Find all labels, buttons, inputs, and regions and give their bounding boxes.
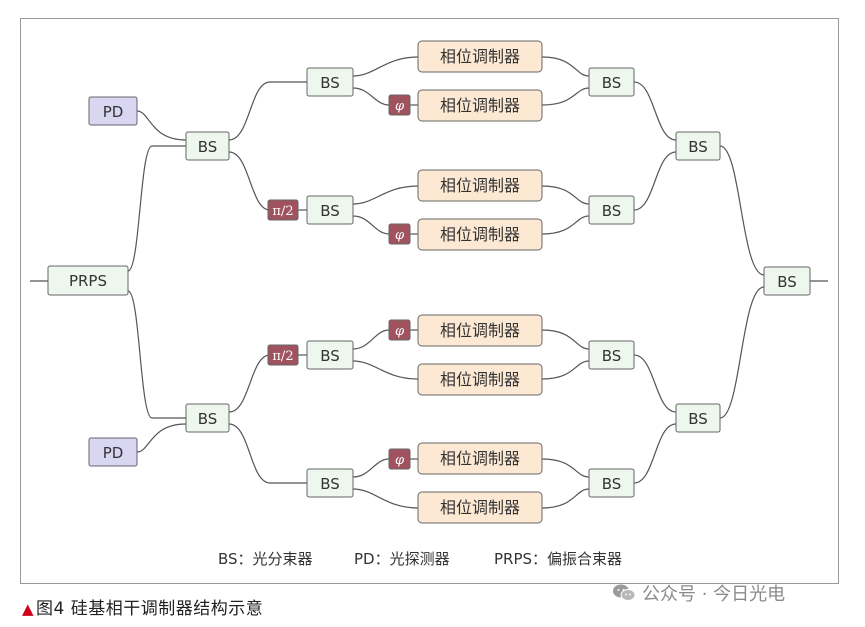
modulator-label: 相位调制器 <box>440 225 520 244</box>
phi-label: φ <box>395 99 405 114</box>
bs-label: BS <box>688 138 708 156</box>
modulator-label: 相位调制器 <box>440 370 520 389</box>
watermark-text: 公众号 · 今日光电 <box>642 584 786 605</box>
bs-label: BS <box>602 202 622 220</box>
pi-half-shifter: π/2 <box>267 344 299 366</box>
pd-label: PD <box>103 103 124 121</box>
bs-box: BS <box>306 67 354 97</box>
bs-box: BS <box>588 468 635 498</box>
pi-half-label: π/2 <box>272 349 293 364</box>
phase-modulator: 相位调制器 <box>417 442 543 475</box>
bs-label: BS <box>198 410 218 428</box>
modulator-label: 相位调制器 <box>440 176 520 195</box>
phase-modulator: 相位调制器 <box>417 40 543 73</box>
phi-shifter: φ <box>388 319 411 341</box>
bs-label: BS <box>320 74 340 92</box>
phase-modulator: 相位调制器 <box>417 218 543 251</box>
bs-box: BS <box>588 340 635 370</box>
caption-marker: ▲ <box>22 600 35 618</box>
bs-box: BS <box>185 131 230 161</box>
bs-label: BS <box>777 273 797 291</box>
bs-box: BS <box>588 195 635 225</box>
phase-modulator: 相位调制器 <box>417 89 543 122</box>
bs-box: BS <box>306 468 354 498</box>
phase-modulator: 相位调制器 <box>417 491 543 524</box>
bs-box: BS <box>675 403 721 433</box>
pi-half-label: π/2 <box>272 204 293 219</box>
bs-label: BS <box>320 202 340 220</box>
diagram-frame <box>20 18 839 584</box>
modulator-label: 相位调制器 <box>440 47 520 66</box>
pd-label: PD <box>103 444 124 462</box>
bs-label: BS <box>320 347 340 365</box>
phase-modulator: 相位调制器 <box>417 314 543 347</box>
figure-caption: ▲图4 硅基相干调制器结构示意 <box>22 594 263 619</box>
legend-pd: PD：光探测器 <box>354 550 450 568</box>
modulator-label: 相位调制器 <box>440 449 520 468</box>
modulator-label: 相位调制器 <box>440 498 520 517</box>
caption-text: 图4 硅基相干调制器结构示意 <box>36 599 264 619</box>
waveguide-wires <box>30 56 828 509</box>
prps-label: PRPS <box>69 272 107 290</box>
modulator-label: 相位调制器 <box>440 321 520 340</box>
phi-label: φ <box>395 453 405 468</box>
bs-box: BS <box>763 266 811 296</box>
bs-box: BS <box>675 131 721 161</box>
bs-label: BS <box>320 475 340 493</box>
phi-shifter: φ <box>388 448 411 470</box>
phi-label: φ <box>395 324 405 339</box>
phase-modulator: 相位调制器 <box>417 363 543 396</box>
bs-label: BS <box>688 410 708 428</box>
legend-prps: PRPS：偏振合束器 <box>494 550 622 568</box>
bs-box: BS <box>185 403 230 433</box>
bs-box: BS <box>588 67 635 97</box>
phase-modulator: 相位调制器 <box>417 169 543 202</box>
phi-shifter: φ <box>388 94 411 116</box>
bs-label: BS <box>198 138 218 156</box>
prps-box: PRPS <box>47 265 129 296</box>
wechat-icon <box>613 584 636 601</box>
pd-box-upper: PD <box>88 96 138 126</box>
phi-label: φ <box>395 228 405 243</box>
bs-label: BS <box>602 74 622 92</box>
pi-half-shifter: π/2 <box>267 199 299 221</box>
pd-box-lower: PD <box>88 437 138 467</box>
modulator-label: 相位调制器 <box>440 96 520 115</box>
bs-label: BS <box>602 475 622 493</box>
bs-box: BS <box>306 340 354 370</box>
legend: BS：光分束器 PD：光探测器 PRPS：偏振合束器 <box>218 550 622 568</box>
legend-bs: BS：光分束器 <box>218 550 313 568</box>
bs-label: BS <box>602 347 622 365</box>
bs-box: BS <box>306 195 354 225</box>
watermark: 公众号 · 今日光电 <box>612 580 785 606</box>
phi-shifter: φ <box>388 223 411 245</box>
